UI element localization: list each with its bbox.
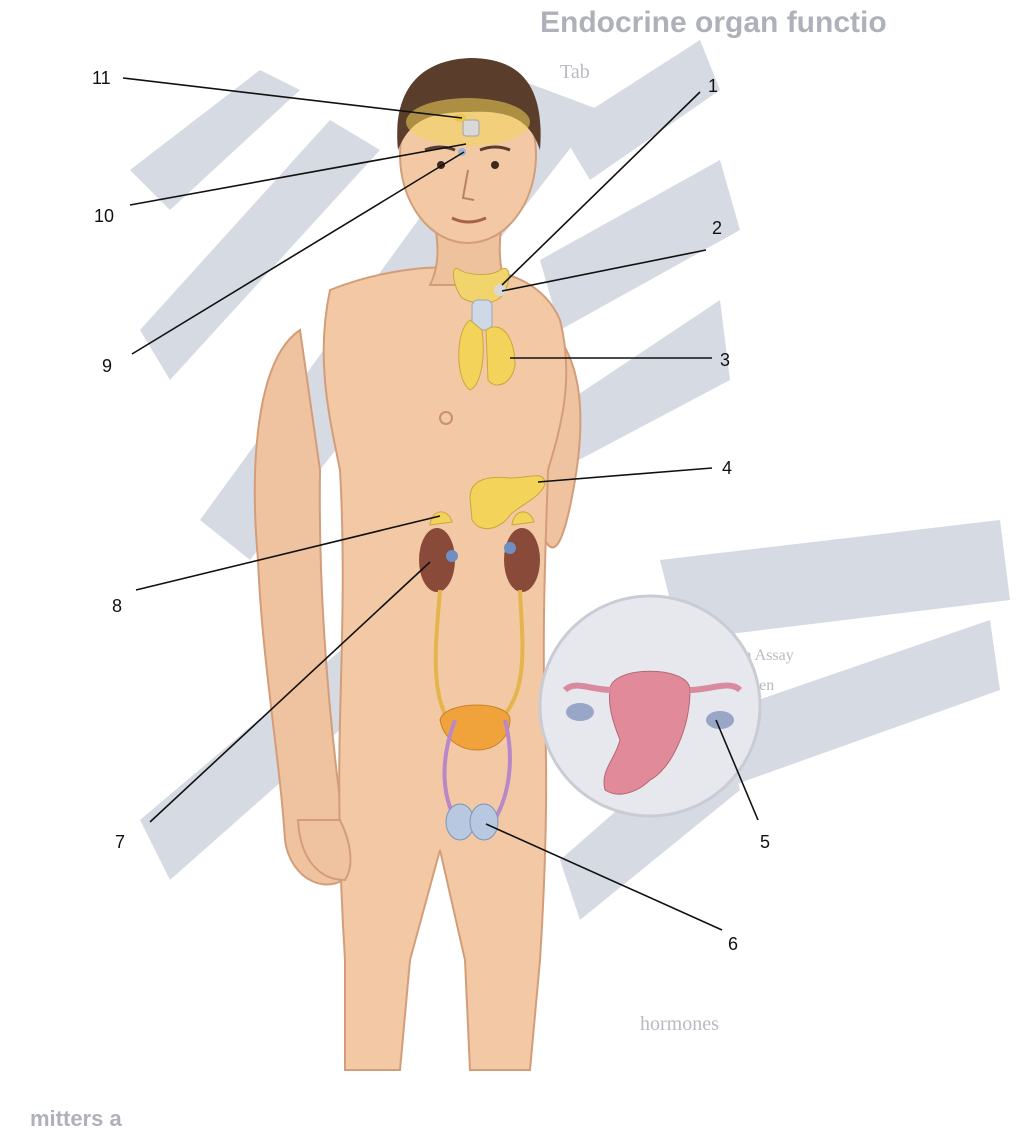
torso [324, 267, 567, 1070]
eye-right [491, 161, 499, 169]
ovary-left [566, 703, 594, 721]
ovary-right [706, 711, 734, 729]
renal-vessels-left [446, 550, 458, 562]
bleed-line-a: Tab [560, 61, 590, 83]
kidney-right [504, 528, 540, 592]
callout-1: 1 [708, 76, 718, 96]
callout-9: 9 [102, 356, 112, 376]
callout-3: 3 [720, 350, 730, 370]
bleed-line-d: mitters a [30, 1106, 122, 1131]
callout-10: 10 [94, 206, 114, 226]
callout-2: 2 [712, 218, 722, 238]
bleed-line-e: hormones [640, 1013, 719, 1035]
callout-11: 11 [92, 68, 111, 88]
callout-4: 4 [722, 458, 732, 478]
uterus-inset [540, 596, 760, 816]
pituitary-gland [463, 120, 479, 136]
callout-7: 7 [115, 832, 125, 852]
bleed-heading: Endocrine organ functio [540, 6, 887, 39]
callout-6: 6 [728, 934, 738, 954]
callout-5: 5 [760, 832, 770, 852]
callout-8: 8 [112, 596, 122, 616]
testis-right [470, 804, 498, 840]
renal-vessels-right [504, 542, 516, 554]
